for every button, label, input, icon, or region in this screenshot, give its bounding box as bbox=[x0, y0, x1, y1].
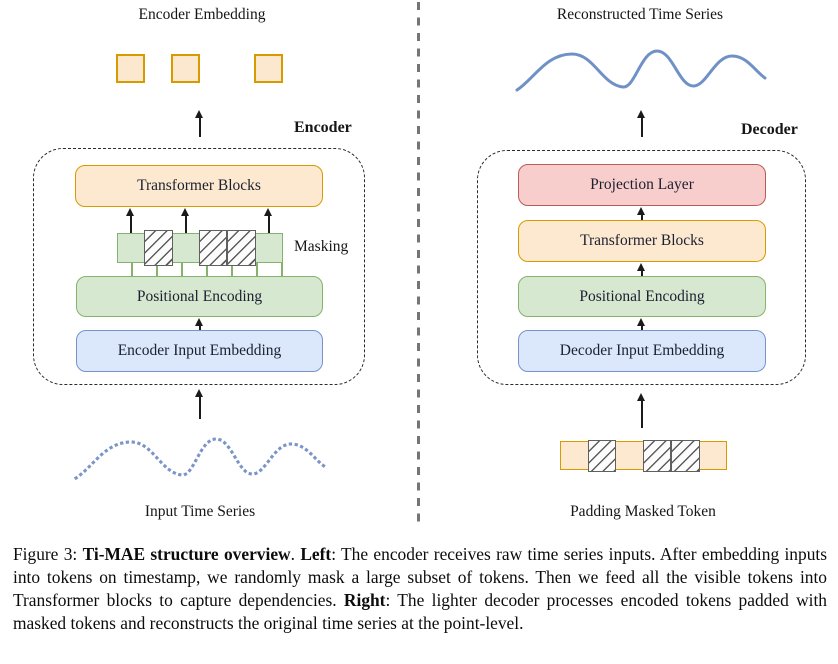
decoder-input-embedding-box: Decoder Input Embedding bbox=[518, 330, 766, 372]
panel-divider bbox=[417, 2, 420, 526]
box-label: Encoder Input Embedding bbox=[117, 342, 282, 359]
encoder-container bbox=[33, 148, 365, 385]
masked-token-cell bbox=[587, 439, 616, 472]
embedding-token-square bbox=[116, 54, 145, 83]
caption-text: : The encoder receives raw time series i… bbox=[13, 544, 827, 611]
visible-token-cell bbox=[700, 442, 727, 469]
up-arrow bbox=[637, 110, 645, 137]
up-arrow bbox=[195, 389, 203, 419]
box-label: Positional Encoding bbox=[136, 287, 263, 305]
connector-tick bbox=[180, 263, 183, 277]
connector-tick bbox=[230, 263, 233, 277]
up-arrow bbox=[195, 318, 203, 331]
figure-caption: Figure 3: Ti-MAE structure overview. Lef… bbox=[13, 543, 827, 635]
up-arrow bbox=[195, 110, 203, 137]
encoder-region-label: Encoder bbox=[294, 119, 352, 136]
embedding-token-square bbox=[171, 54, 200, 83]
decoder-container bbox=[477, 150, 806, 385]
caption-text: : The lighter decoder processes encoded … bbox=[13, 590, 827, 634]
masking-token-row bbox=[117, 230, 283, 266]
box-label: Decoder Input Embedding bbox=[559, 342, 725, 359]
masked-token-cell bbox=[144, 230, 173, 266]
box-label: Transformer Blocks bbox=[580, 232, 704, 249]
visible-token-cell bbox=[256, 234, 282, 262]
visible-token-cell bbox=[561, 442, 588, 469]
encoder-embedding-title: Encoder Embedding bbox=[138, 6, 266, 23]
masking-label: Masking bbox=[294, 238, 349, 255]
connector-tick bbox=[130, 263, 133, 277]
visible-token-cell bbox=[616, 442, 643, 469]
up-arrow bbox=[264, 208, 272, 233]
decoder-positional-encoding-box: Positional Encoding bbox=[518, 276, 766, 317]
decoder-transformer-blocks-box: Transformer Blocks bbox=[518, 220, 766, 262]
encoder-input-embedding-box: Encoder Input Embedding bbox=[76, 330, 323, 372]
padding-token-row bbox=[560, 439, 727, 472]
connector-tick bbox=[255, 263, 258, 277]
masked-token-cell bbox=[198, 230, 228, 266]
padding-masked-token-label: Padding Masked Token bbox=[570, 503, 716, 520]
connector-tick bbox=[280, 263, 283, 277]
reconstructed-time-series-wave bbox=[515, 49, 767, 92]
caption-text: . bbox=[290, 544, 301, 564]
box-label: Positional Encoding bbox=[579, 287, 705, 305]
embedding-token-square bbox=[254, 54, 283, 83]
encoder-transformer-blocks-box: Transformer Blocks bbox=[75, 165, 323, 207]
box-label: Projection Layer bbox=[590, 176, 694, 193]
connector-tick bbox=[155, 263, 158, 277]
masked-token-cell bbox=[671, 439, 700, 472]
visible-token-cell bbox=[173, 234, 199, 262]
masked-token-cell bbox=[227, 230, 256, 266]
decoder-region-label: Decoder bbox=[741, 121, 798, 138]
up-arrow bbox=[181, 208, 189, 233]
reconstructed-time-series-title: Reconstructed Time Series bbox=[556, 6, 724, 23]
up-arrow bbox=[637, 393, 645, 428]
connector-tick bbox=[205, 263, 208, 277]
up-arrow bbox=[637, 207, 645, 220]
up-arrow bbox=[126, 208, 134, 233]
caption-text: Figure 3: bbox=[13, 544, 83, 564]
encoder-positional-encoding-box: Positional Encoding bbox=[76, 276, 323, 317]
input-time-series-wave bbox=[73, 437, 327, 481]
caption-bold-title: Ti-MAE structure overview bbox=[82, 544, 291, 564]
input-time-series-label: Input Time Series bbox=[144, 503, 256, 520]
up-arrow bbox=[637, 318, 645, 331]
masked-token-cell bbox=[642, 439, 671, 472]
projection-layer-box: Projection Layer bbox=[518, 164, 766, 206]
visible-token-cell bbox=[118, 234, 144, 262]
box-label: Transformer Blocks bbox=[137, 177, 261, 194]
up-arrow bbox=[637, 263, 645, 276]
caption-bold-right: Right bbox=[343, 590, 386, 611]
caption-bold-left: Left bbox=[300, 544, 332, 564]
